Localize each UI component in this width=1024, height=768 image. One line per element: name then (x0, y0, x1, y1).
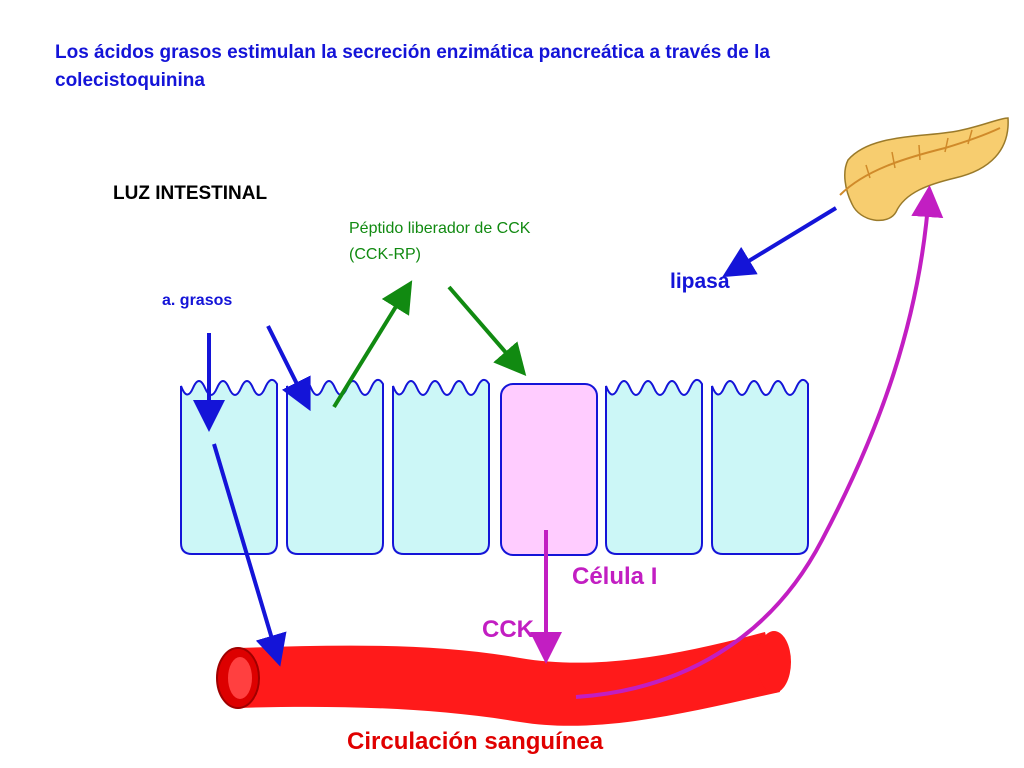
fatty-acid-arrow-diagonal (266, 325, 311, 412)
i-cell (500, 383, 598, 556)
enterocyte (605, 378, 703, 555)
lipase-secretion-arrow (722, 206, 838, 278)
page-title: Los ácidos grasos estimulan la secreción… (55, 42, 770, 91)
cck-label: CCK (482, 616, 534, 643)
ckrp-release-arrow (332, 280, 413, 409)
i-cell-label: Célula I (572, 563, 658, 590)
cck-to-pancreas-arrow (575, 185, 944, 699)
cck-releasing-peptide-abbrev: (CCK-RP) (349, 246, 421, 263)
fatty-acids-label: a. grasos (162, 292, 233, 309)
enterocyte (180, 378, 278, 555)
ckrp-to-i-cell-arrow (447, 285, 527, 377)
intestinal-lumen-label: LUZ INTESTINAL (113, 183, 268, 204)
enterocyte (392, 378, 490, 555)
enterocyte (711, 378, 809, 555)
epithelium (180, 378, 809, 556)
cck-releasing-peptide-label: Péptido liberador de CCK (349, 220, 531, 237)
pancreas-icon (839, 117, 1009, 222)
blood-vessel-icon (216, 631, 791, 726)
blood-circulation-label: Circulación sanguínea (347, 728, 604, 755)
fatty-acid-to-blood-arrow (212, 443, 287, 667)
lipase-label: lipasa (670, 270, 730, 293)
